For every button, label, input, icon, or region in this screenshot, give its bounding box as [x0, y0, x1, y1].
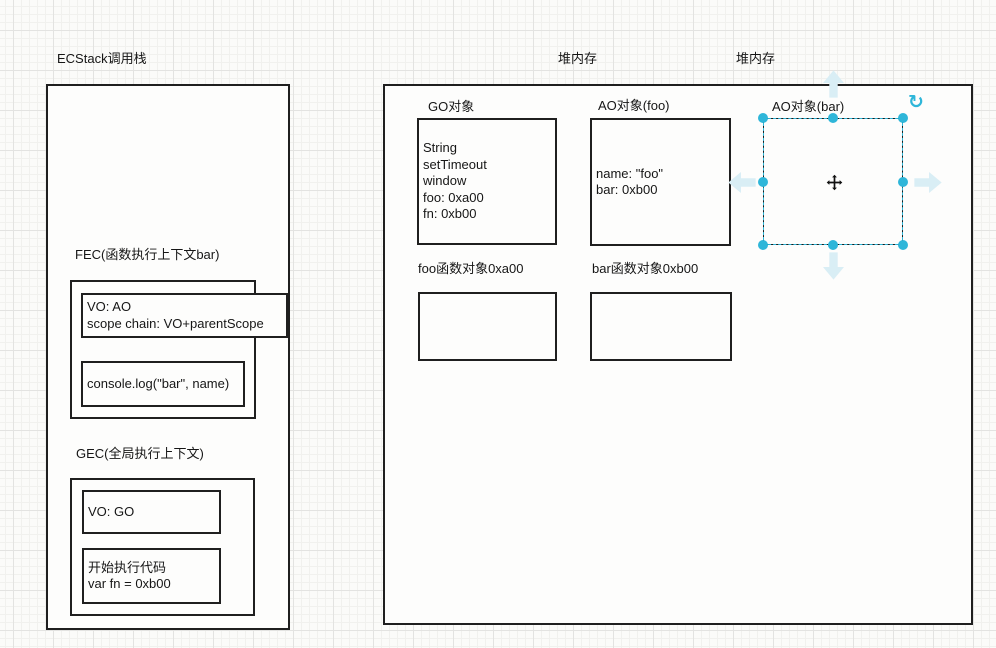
connect-arrow-down-icon[interactable] [823, 252, 844, 280]
gec-code-line1: 开始执行代码 [88, 559, 167, 575]
ao-foo-text: name: "foo" bar: 0xb00 [592, 120, 729, 244]
fec-code-shape[interactable]: console.log("bar", name) [81, 361, 245, 407]
resize-handle-w[interactable] [758, 177, 768, 187]
connect-arrow-up-icon[interactable] [823, 70, 844, 98]
fec-frame-shape[interactable] [70, 280, 256, 419]
go-line-settimeout: setTimeout [423, 156, 487, 172]
fec-vo-text: VO: AO scope chain: VO+parentScope [83, 295, 286, 336]
gec-vo-text: VO: GO [84, 492, 219, 532]
gec-vo-line: VO: GO [88, 503, 135, 519]
go-line-window: window [423, 173, 467, 189]
ao-bar-shape-selected[interactable]: ↻ [728, 70, 942, 280]
gec-code-shape[interactable]: 开始执行代码 var fn = 0xb00 [82, 548, 221, 604]
gec-code-line2: var fn = 0xb00 [88, 576, 171, 591]
resize-handle-e[interactable] [898, 177, 908, 187]
ao-foo-line-name: name: "foo" [596, 165, 664, 181]
resize-handle-s[interactable] [828, 240, 838, 250]
fec-vo-shape[interactable]: VO: AO scope chain: VO+parentScope [81, 293, 288, 338]
go-line-fn: fn: 0xb00 [423, 206, 477, 222]
go-object-text: String setTimeout window foo: 0xa00 fn: … [419, 120, 555, 243]
resize-handle-nw[interactable] [758, 113, 768, 123]
fec-scope-chain-line: scope chain: VO+parentScope [87, 315, 264, 331]
resize-handle-ne[interactable] [898, 113, 908, 123]
go-object-label: GO对象 [428, 99, 475, 114]
bar-fn-shape[interactable] [590, 292, 732, 361]
connect-arrow-right-icon[interactable] [914, 172, 942, 193]
ao-foo-label: AO对象(foo) [598, 98, 670, 113]
resize-handle-sw[interactable] [758, 240, 768, 250]
fec-code-line: console.log("bar", name) [87, 375, 230, 391]
rotate-handle-icon[interactable]: ↻ [908, 91, 924, 113]
foo-fn-label: foo函数对象0xa00 [418, 261, 524, 276]
ao-bar-label: AO对象(bar) [772, 99, 845, 114]
resize-handle-n[interactable] [828, 113, 838, 123]
bar-fn-label: bar函数对象0xb00 [592, 261, 699, 276]
foo-fn-shape[interactable] [418, 292, 557, 361]
gec-frame-shape[interactable] [70, 478, 255, 616]
resize-handle-se[interactable] [898, 240, 908, 250]
ao-foo-shape[interactable]: name: "foo" bar: 0xb00 [590, 118, 731, 246]
heap-title-left: 堆内存 [558, 51, 598, 66]
fec-code-text: console.log("bar", name) [83, 363, 243, 405]
fec-label: FEC(函数执行上下文bar) [75, 247, 220, 262]
go-line-foo: foo: 0xa00 [423, 189, 484, 205]
go-line-string: String [423, 140, 457, 156]
ecstack-title: ECStack调用栈 [57, 51, 147, 66]
heap-title-right: 堆内存 [736, 51, 776, 66]
move-icon [826, 174, 843, 196]
fec-vo-line: VO: AO [87, 299, 132, 314]
ao-foo-line-bar: bar: 0xb00 [596, 182, 658, 197]
connect-arrow-left-icon[interactable] [728, 172, 756, 193]
gec-code-text: 开始执行代码 var fn = 0xb00 [84, 550, 219, 602]
ecstack-container-shape[interactable] [46, 84, 290, 630]
go-object-shape[interactable]: String setTimeout window foo: 0xa00 fn: … [417, 118, 557, 245]
gec-vo-shape[interactable]: VO: GO [82, 490, 221, 534]
gec-label: GEC(全局执行上下文) [76, 446, 204, 461]
